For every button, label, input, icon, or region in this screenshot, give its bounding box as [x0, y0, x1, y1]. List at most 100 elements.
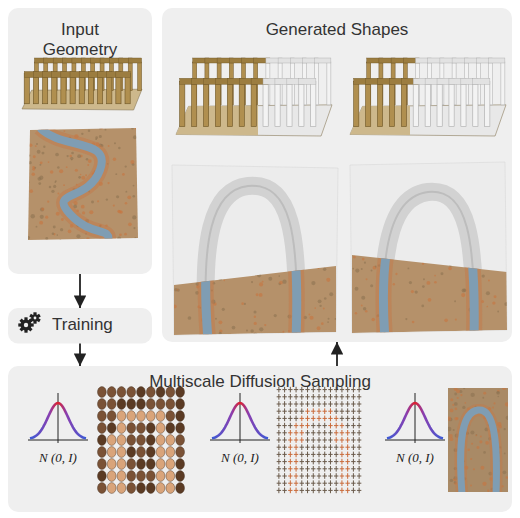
generated-terrain — [347, 162, 520, 340]
terrain-texture — [326, 278, 330, 282]
terrain-texture — [177, 288, 180, 291]
terrain-texture — [464, 402, 466, 404]
terrain-texture — [362, 258, 365, 261]
terrain-texture — [29, 155, 31, 157]
terrain-texture — [450, 479, 453, 482]
terrain-texture — [409, 281, 412, 284]
terrain-texture — [55, 180, 57, 182]
flow-arrow — [79, 274, 81, 308]
terrain-texture — [462, 289, 466, 293]
terrain-texture — [81, 205, 85, 209]
terrain-texture — [486, 291, 490, 295]
terrain-texture — [31, 172, 35, 176]
terrain-texture — [470, 430, 474, 434]
terrain-texture — [88, 159, 92, 163]
terrain-texture — [70, 157, 73, 160]
terrain-texture — [71, 152, 74, 155]
column — [227, 81, 232, 126]
terrain-texture — [470, 485, 472, 487]
column — [263, 81, 268, 126]
distribution-label: N (0, I) — [210, 450, 270, 466]
terrain-texture — [250, 329, 253, 332]
river — [206, 186, 297, 340]
terrain-texture — [257, 273, 261, 277]
column — [107, 74, 112, 104]
rail — [128, 58, 141, 63]
terrain-texture — [125, 191, 127, 193]
terrain-texture — [66, 155, 68, 157]
terrain-texture — [443, 256, 445, 258]
terrain-texture — [513, 284, 517, 288]
terrain-texture — [255, 266, 257, 268]
terrain-texture — [422, 262, 424, 264]
terrain-texture — [471, 393, 475, 397]
terrain-texture — [449, 263, 452, 266]
terrain-texture — [452, 263, 454, 265]
terrain-texture — [494, 295, 497, 298]
terrain-texture — [502, 388, 506, 390]
terrain-texture — [125, 165, 127, 167]
terrain-texture — [444, 319, 448, 323]
terrain-texture — [355, 312, 357, 314]
column — [24, 74, 29, 104]
terrain-texture — [128, 223, 132, 227]
column — [287, 81, 292, 126]
terrain-texture — [509, 254, 512, 257]
terrain-texture — [340, 294, 344, 298]
panel-title: Input Geometry — [30, 20, 130, 61]
terrain-texture — [482, 274, 485, 277]
terrain-texture — [434, 281, 437, 284]
terrain-texture — [450, 256, 453, 259]
terrain-texture — [483, 392, 486, 395]
terrain-texture — [32, 166, 35, 169]
distribution-label: N (0, I) — [385, 450, 445, 466]
terrain-texture — [40, 208, 44, 212]
river-bank — [383, 192, 474, 340]
terrain-texture — [222, 308, 225, 311]
column — [299, 81, 304, 126]
terrain-texture — [355, 287, 359, 291]
generated-terrain — [169, 165, 349, 344]
terrain-texture — [375, 265, 377, 267]
terrain-texture — [105, 129, 107, 131]
column — [501, 62, 505, 105]
terrain-texture — [54, 181, 56, 183]
terrain-texture — [361, 296, 365, 300]
terrain-texture — [371, 269, 373, 271]
terrain-texture — [56, 212, 60, 216]
terrain-texture — [462, 406, 465, 409]
terrain-texture — [353, 256, 356, 259]
terrain-texture — [485, 441, 489, 445]
terrain-texture — [131, 127, 133, 129]
terrain-texture — [38, 182, 41, 185]
terrain-texture — [274, 314, 277, 317]
terrain-texture — [81, 133, 83, 135]
column — [377, 81, 382, 126]
terrain-texture — [246, 270, 248, 272]
panel-background — [8, 366, 512, 512]
column — [425, 81, 430, 126]
gaussian-plot — [210, 393, 270, 443]
terrain-texture — [28, 161, 31, 164]
column — [98, 74, 103, 104]
panel-title: Generated Shapes — [266, 20, 409, 40]
terrain-texture — [448, 427, 451, 431]
terrain-texture — [486, 306, 488, 308]
terrain-texture — [460, 394, 462, 396]
gaussian-curve — [387, 403, 443, 438]
terrain-texture — [37, 177, 41, 181]
terrain-texture — [132, 215, 136, 219]
terrain-texture — [185, 281, 187, 283]
terrain-texture — [347, 253, 520, 333]
terrain-texture — [218, 320, 222, 324]
generated-temple — [176, 58, 332, 136]
terrain-texture — [363, 307, 366, 310]
terrain-texture — [496, 391, 500, 395]
terrain-texture — [502, 470, 506, 474]
terrain-texture — [518, 299, 520, 302]
terrain-texture — [130, 160, 134, 164]
terrain-texture — [37, 150, 41, 154]
terrain-texture — [361, 268, 363, 270]
terrain-texture — [473, 260, 475, 262]
